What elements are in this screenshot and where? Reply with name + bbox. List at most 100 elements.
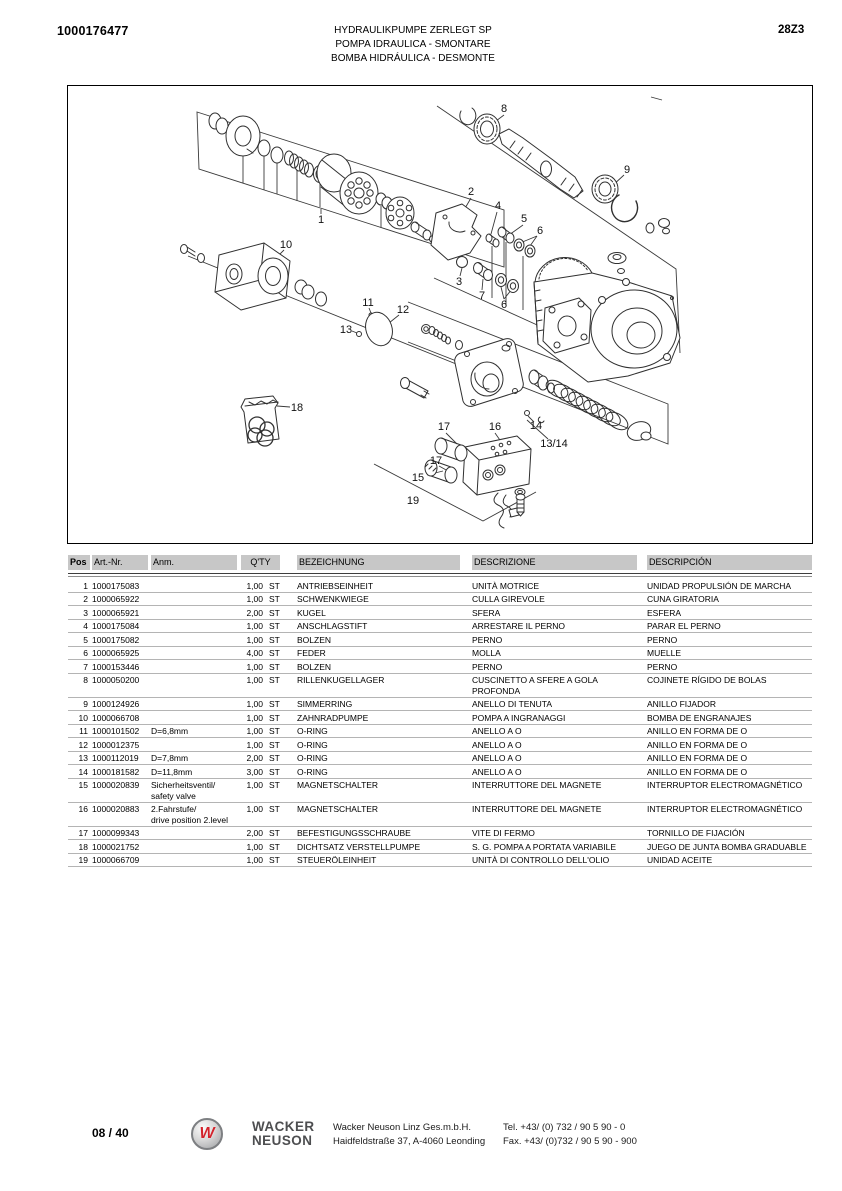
cell-descripcion: CUNA GIRATORIA — [647, 594, 719, 604]
cell-artnr: 1000012375 — [92, 739, 140, 750]
callout-18: 18 — [291, 402, 303, 414]
cell-qty: 1,00 ST — [241, 635, 280, 646]
cell-artnr: 1000175082 — [92, 634, 140, 645]
cell-artnr: 1000066708 — [92, 712, 140, 723]
cell-artnr: 1000020839 — [92, 780, 140, 790]
cell-bezeichnung: BOLZEN — [297, 634, 332, 645]
cell-qty: 3,00 ST — [241, 767, 280, 778]
cell-qty-unit: ST — [269, 634, 280, 645]
cell-qty: 1,00 ST — [241, 581, 280, 592]
brand-line-2: NEUSON — [252, 1131, 313, 1148]
company-street: Haidfeldstraße 37, A-4060 Leonding — [333, 1135, 486, 1147]
cell-qty-value: 1,00 — [246, 634, 263, 645]
cell-pos: 11 — [79, 726, 88, 736]
cell-descripcion: BOMBA DE ENGRANAJES — [647, 712, 752, 723]
cell-artnr: 1000066709 — [92, 855, 140, 865]
cell-pos: 6 — [83, 648, 88, 658]
cell-anm: D=6,8mm — [151, 726, 189, 736]
cell-descrizione: ANELLO A O — [472, 739, 522, 750]
cell-qty-value: 1,00 — [246, 661, 263, 672]
logo-letter: W — [199, 1125, 215, 1142]
page-code: 28Z3 — [778, 24, 805, 36]
cell-qty: 1,00 ST — [241, 842, 280, 853]
callout-13: 13 — [340, 324, 352, 336]
cell-qty-unit: ST — [269, 712, 280, 723]
parts-table: Pos Art.-Nr. Anm. Q'TY BEZEICHNUNG DESCR… — [68, 555, 812, 867]
cell-pos: 2 — [83, 594, 88, 604]
cell-descrizione: ANELLO DI TENUTA — [472, 699, 552, 709]
callout-11: 11 — [362, 297, 373, 309]
table-row: 5 1000175082 1,00 ST BOLZEN PERNO PERNO — [68, 633, 812, 647]
cell-artnr: 1000181582 — [92, 766, 140, 777]
cell-descrizione: SFERA — [472, 607, 501, 618]
cell-artnr: 1000101502 — [92, 726, 140, 736]
cell-pos: 18 — [78, 841, 88, 852]
cell-artnr: 1000175084 — [92, 621, 140, 631]
table-header-row: Pos Art.-Nr. Anm. Q'TY BEZEICHNUNG DESCR… — [68, 555, 812, 570]
cell-anm: D=11,8mm — [151, 766, 193, 777]
cell-descrizione: ANELLO A O — [472, 726, 522, 736]
cell-qty-value: 1,00 — [246, 780, 263, 790]
cell-pos: 15 — [78, 780, 88, 790]
cell-descripcion: UNIDAD PROPULSIÓN DE MARCHA — [647, 580, 792, 591]
cell-descripcion: ESFERA — [647, 607, 682, 618]
cell-anm: Sicherheitsventil/ safety valve — [151, 780, 216, 801]
cell-qty-unit: ST — [269, 828, 280, 838]
cell-bezeichnung: O-RING — [297, 753, 328, 763]
cell-qty-value: 4,00 — [246, 648, 263, 658]
cell-bezeichnung: MAGNETSCHALTER — [297, 804, 379, 814]
cell-descripcion: UNIDAD ACEITE — [647, 855, 713, 865]
cell-qty-unit: ST — [269, 675, 280, 685]
cell-descripcion: PARAR EL PERNO — [647, 621, 721, 631]
cell-qty-value: 1,00 — [246, 804, 263, 814]
cell-qty: 1,00 ST — [241, 675, 280, 686]
callout-2: 2 — [468, 186, 474, 198]
table-row: 3 1000065921 2,00 ST KUGEL SFERA ESFERA — [68, 606, 812, 620]
cell-descrizione: S. G. POMPA A PORTATA VARIABILE — [472, 841, 617, 852]
table-row: 7 1000153446 1,00 ST BOLZEN PERNO PERNO — [68, 660, 812, 674]
table-row: 13 1000112019 D=7,8mm 2,00 ST O-RING ANE… — [68, 752, 812, 765]
cell-qty-unit: ST — [269, 607, 280, 618]
col-header-pos: Pos — [68, 555, 90, 570]
header-rule — [68, 573, 812, 577]
page-title: HYDRAULIKPUMPE ZERLEGT SP POMPA IDRAULIC… — [253, 24, 573, 66]
cell-bezeichnung: ZAHNRADPUMPE — [297, 712, 369, 723]
cell-pos: 16 — [78, 804, 88, 814]
cell-pos: 5 — [83, 634, 88, 645]
cell-pos: 7 — [83, 661, 88, 672]
cell-descripcion: INTERRUPTOR ELECTROMAGNÉTICO — [647, 804, 803, 814]
cell-qty: 1,00 ST — [241, 740, 280, 751]
cell-qty-unit: ST — [269, 726, 280, 736]
callout-5: 5 — [521, 213, 527, 225]
cell-qty: 1,00 ST — [241, 594, 280, 605]
cell-descripcion: PERNO — [647, 661, 678, 672]
cell-artnr: 1000020883 — [92, 804, 140, 814]
brand-line-1: WACKER — [252, 1118, 315, 1134]
cell-anm: 2.Fahrstufe/ drive position 2.level — [151, 804, 229, 825]
wacker-neuson-logo-icon: W — [191, 1118, 223, 1150]
callout-1: 1 — [318, 214, 324, 226]
callout-12: 12 — [397, 304, 409, 316]
cell-qty: 1,00 ST — [241, 726, 280, 737]
cell-descripcion: COJINETE RÍGIDO DE BOLAS — [647, 675, 767, 685]
cell-descrizione: POMPA A INGRANAGGI — [472, 712, 566, 723]
cell-qty-unit: ST — [269, 804, 280, 814]
cell-descripcion: TORNILLO DE FIJACIÓN — [647, 828, 745, 838]
cell-qty-unit: ST — [269, 766, 280, 777]
cell-qty-value: 1,00 — [246, 726, 263, 736]
cell-descripcion: ANILLO EN FORMA DE O — [647, 753, 748, 763]
cell-qty: 1,00 ST — [241, 855, 280, 866]
cell-qty-value: 1,00 — [246, 621, 263, 631]
col-header-artnr: Art.-Nr. — [92, 555, 148, 570]
cell-artnr: 1000175083 — [92, 580, 140, 591]
cell-bezeichnung: MAGNETSCHALTER — [297, 780, 379, 790]
callout-16: 16 — [489, 421, 501, 433]
cell-bezeichnung: SIMMERRING — [297, 699, 353, 709]
cell-bezeichnung: FEDER — [297, 648, 326, 658]
table-row: 1 1000175083 1,00 ST ANTRIEBSEINHEIT UNI… — [68, 579, 812, 593]
cell-descrizione: CULLA GIREVOLE — [472, 594, 545, 604]
cell-pos: 8 — [83, 675, 88, 685]
title-spanish: BOMBA HIDRÁULICA - DESMONTE — [331, 53, 495, 64]
